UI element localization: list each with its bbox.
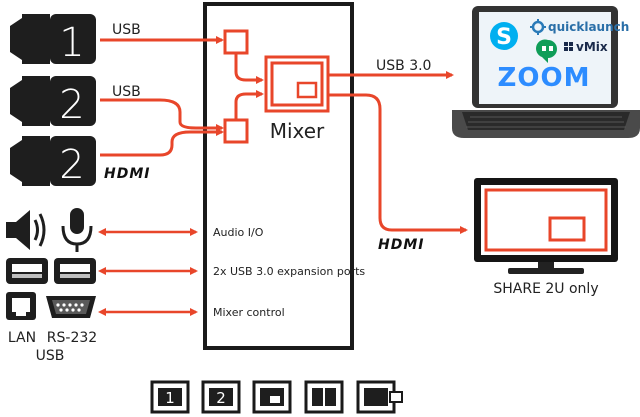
camera-2-number: 2	[59, 82, 84, 128]
usb-port-icon-1	[6, 258, 48, 284]
microphone-icon	[61, 208, 93, 252]
hdmi-out-label: HDMI	[378, 237, 424, 253]
usb-input-port-1	[223, 29, 249, 55]
usb3-label: USB 3.0	[376, 58, 431, 74]
camera-1-number: 1	[59, 20, 84, 66]
internal-lines	[234, 53, 264, 120]
mixer-control-label: Mixer control	[213, 306, 285, 319]
layout-button-cam1[interactable]: 1	[150, 380, 190, 414]
usb-label-2: USB	[112, 84, 141, 100]
skype-letter: S	[496, 25, 512, 50]
lan-port-icon	[6, 292, 36, 320]
rs232-label: RS-232	[47, 330, 97, 346]
mixer-block	[264, 55, 330, 113]
rs232-port-icon	[46, 296, 96, 318]
quicklaunch-text: quicklaunch	[548, 20, 629, 34]
hangouts-icon	[535, 39, 557, 63]
vmix-text: vMix	[576, 40, 608, 54]
vmix-icon	[564, 42, 573, 51]
layout-button-cam2-label: 2	[216, 389, 226, 407]
usb-control-label: USB	[36, 348, 65, 364]
input-connection-lines	[100, 36, 224, 157]
lan-label: LAN	[8, 330, 36, 346]
skype-icon: S	[490, 22, 518, 50]
usb-expansion-label: 2x USB 3.0 expansion ports	[213, 265, 365, 278]
usb-label-1: USB	[112, 22, 141, 38]
port-connection-lines	[98, 228, 198, 316]
mixer-label: Mixer	[270, 119, 325, 143]
layout-button-side-by-side[interactable]	[304, 380, 344, 414]
speaker-icon	[6, 210, 46, 250]
zoom-logo: ZOOM	[498, 63, 591, 93]
layout-button-cam2[interactable]: 2	[201, 380, 241, 414]
hdmi-in-label: HDMI	[104, 166, 150, 182]
usb-port-icon-2	[54, 258, 96, 284]
quicklaunch-icon	[530, 19, 546, 35]
layout-button-cam1-label: 1	[165, 389, 175, 407]
camera-3-icon: 2	[10, 136, 96, 188]
monitor-caption: SHARE 2U only	[493, 281, 598, 297]
layout-button-pip-side[interactable]	[356, 380, 403, 414]
camera-1-icon: 1	[10, 14, 96, 66]
layout-button-pip[interactable]	[252, 380, 292, 414]
output-connection-lines	[328, 71, 468, 234]
audio-io-label: Audio I/O	[213, 226, 264, 239]
monitor-icon	[474, 178, 618, 274]
usb-input-port-2	[223, 118, 249, 144]
camera-2-icon: 2	[10, 76, 96, 128]
camera-3-number: 2	[59, 142, 84, 188]
